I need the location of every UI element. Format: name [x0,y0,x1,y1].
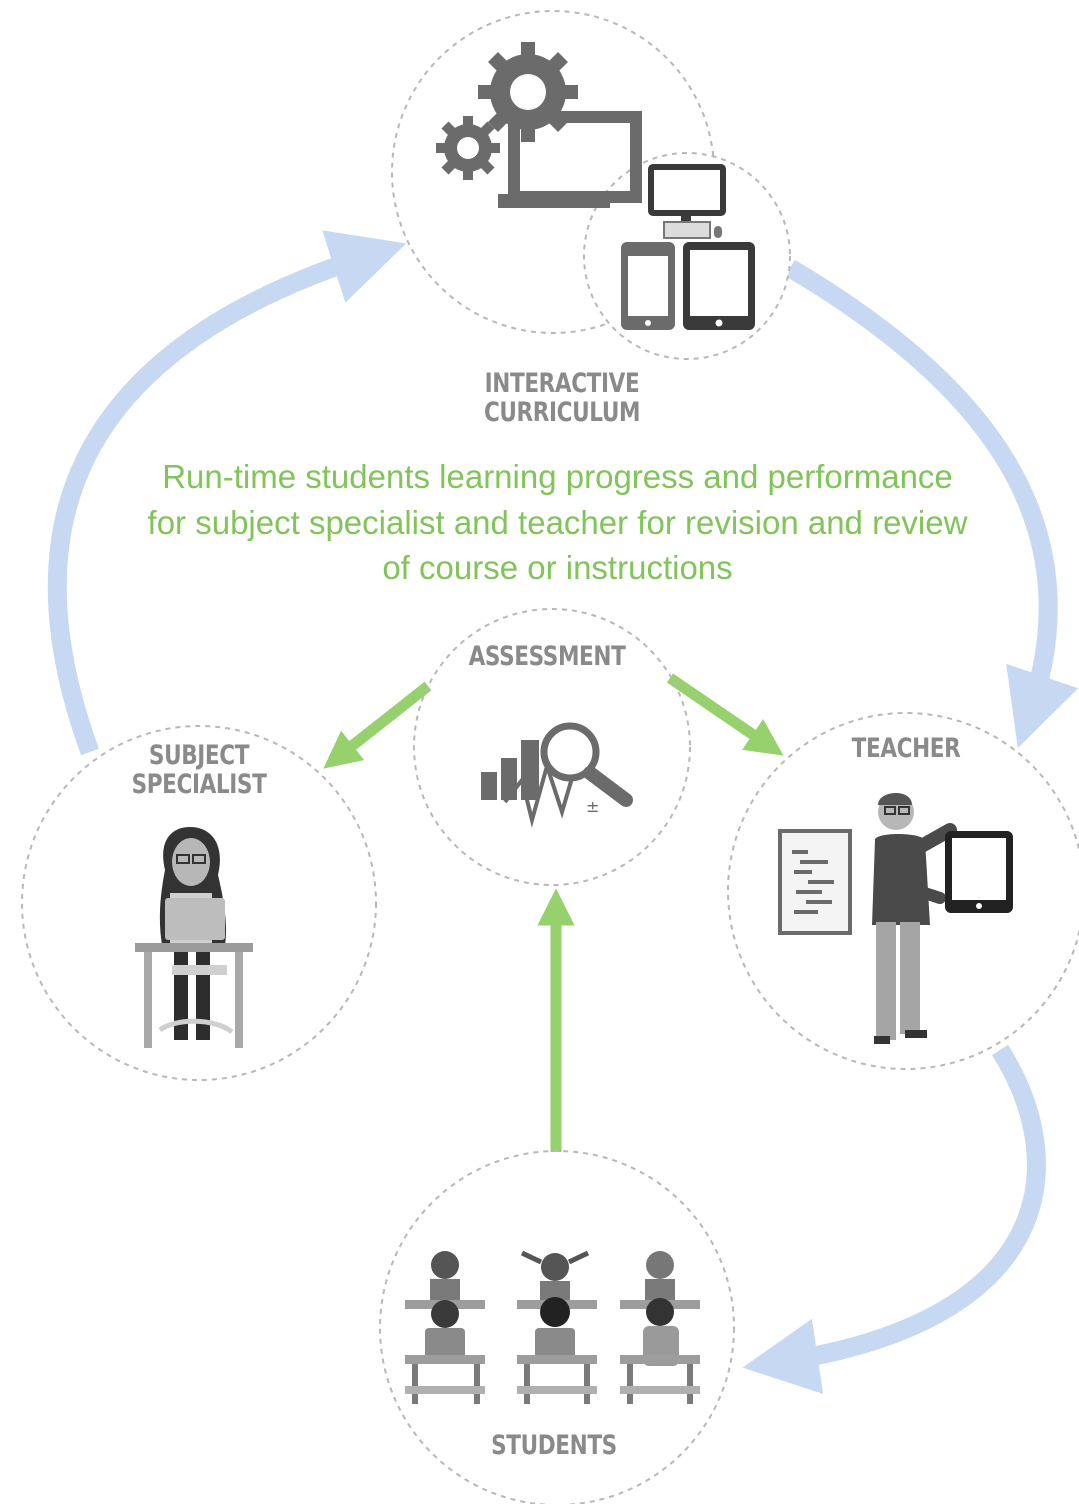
assessment-arrows [323,673,784,1152]
student-column-right [620,1251,700,1404]
subject-specialist-label-text: SUBJECT SPECIALIST [131,740,267,800]
specialist-circle [21,725,377,1081]
arrow-curriculum-to-teacher [785,259,1079,749]
woman-at-laptop-icon [135,827,253,1048]
assessment-label: ASSESSMENT [467,641,627,672]
whiteboard-icon [778,829,852,935]
curriculum-label: INTERACTIVE CURRICULUM [482,368,642,428]
phone-icon [621,242,675,330]
teacher-figure-icon [872,792,957,1044]
classroom-students-icon [405,1250,700,1404]
laptop-icon [498,111,642,208]
students-circle [379,1150,735,1504]
students-label-text: STUDENTS [491,1430,617,1461]
curriculum-label-text: INTERACTIVE CURRICULUM [483,368,641,428]
magnifier-icon: ± [540,722,633,816]
students-label: STUDENTS [474,1430,634,1461]
arrow-assessment-to-teacher [666,673,784,756]
desktop-computer-icon [648,164,726,239]
description-text: Run-time students learning progress and … [147,458,968,586]
subject-specialist-label: SUBJECT SPECIALIST [119,740,279,800]
assessment-label-text: ASSESSMENT [468,641,626,672]
tablet-icon [683,242,755,330]
arrow-specialist-to-curriculum [47,230,407,756]
svg-text:±: ± [586,797,599,816]
student-column-middle [517,1250,597,1404]
arrow-teacher-to-students [742,1044,1046,1394]
assessment-circle [413,608,691,886]
cycle-arrows [47,230,1079,1394]
student-column-left [405,1251,485,1404]
teacher-tablet-icon [945,831,1013,913]
bar-chart-icon [481,740,574,828]
teacher-label-text: TEACHER [851,733,961,764]
arrow-assessment-to-specialist [323,681,432,769]
teacher-label: TEACHER [826,733,986,764]
